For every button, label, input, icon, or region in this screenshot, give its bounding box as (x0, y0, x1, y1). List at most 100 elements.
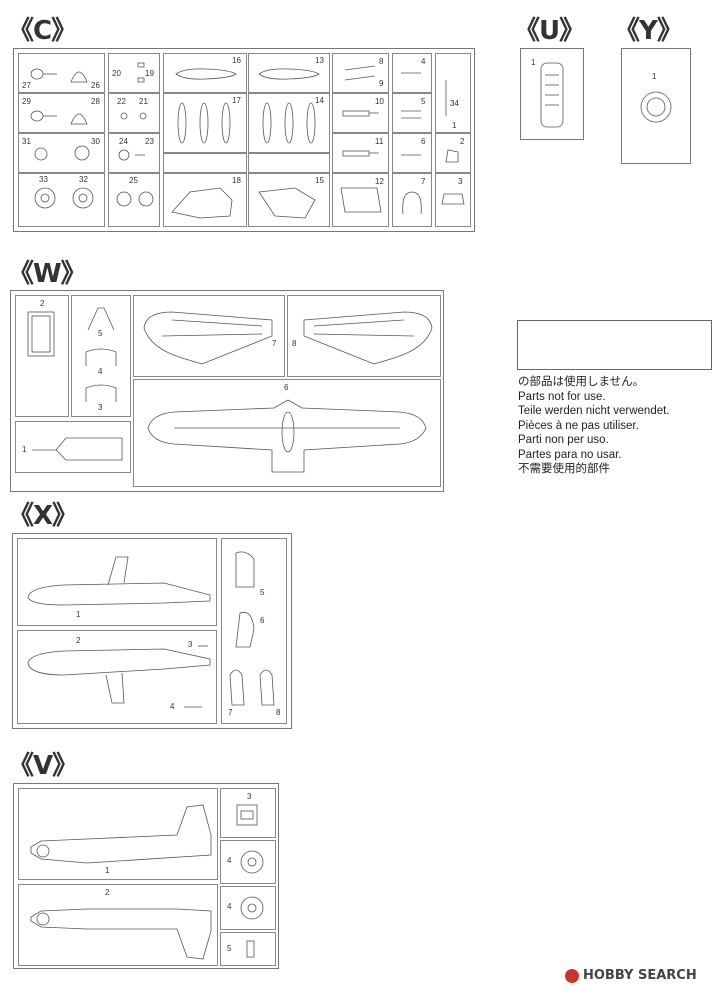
w-label-5: 5 (98, 329, 103, 338)
c-cell-25: 25 (108, 173, 160, 227)
x-part-5 (235, 551, 255, 588)
x-label-2: 2 (76, 636, 81, 645)
x-label-5: 5 (260, 588, 265, 597)
c-part-13 (258, 68, 320, 80)
c-cell-33-32: 33 32 (18, 173, 105, 227)
hobbysearch-watermark: HOBBY SEARCH (565, 968, 697, 983)
runner-u: 1 (520, 48, 584, 140)
v-label-4a: 4 (227, 856, 232, 865)
w-label-8: 8 (292, 339, 297, 348)
label-14: 14 (315, 96, 324, 105)
v-cell-1: 1 (18, 788, 218, 880)
c-cell-blank-2 (248, 153, 330, 173)
notice-line-de: Teile werden nicht verwendet. (518, 405, 670, 417)
c-cell-29-28: 29 28 (18, 93, 105, 133)
label-5: 5 (421, 97, 426, 106)
label-17: 17 (232, 96, 241, 105)
label-15: 15 (315, 176, 324, 185)
x-part-3 (198, 645, 208, 647)
watermark-text: HOBBY SEARCH (583, 968, 697, 983)
w-cell-2: 2 (15, 295, 69, 417)
c-part-18 (171, 187, 233, 219)
c-cell-34: 34 1 (435, 53, 471, 133)
label-13: 13 (315, 56, 324, 65)
w-label-3: 3 (98, 403, 103, 412)
runner-v: 1 2 3 4 4 5 (13, 783, 279, 969)
x-part-8 (259, 669, 275, 706)
c-part-33 (34, 187, 56, 209)
x-cell-5-6-7-8: 5 6 7 8 (221, 538, 287, 724)
label-3: 3 (458, 177, 463, 186)
c-part-16 (175, 68, 237, 80)
runner-c: 27 26 29 28 31 30 33 32 20 19 22 21 24 2… (13, 48, 475, 232)
x-part-6 (235, 611, 255, 648)
c-cell-8-9: 8 9 (332, 53, 389, 93)
w-label-4: 4 (98, 367, 103, 376)
label-28: 28 (91, 97, 100, 106)
c-part-32 (72, 187, 94, 209)
c-part-30 (74, 145, 90, 161)
label-27: 27 (22, 81, 31, 90)
w-cell-1: 1 (15, 421, 131, 473)
c-cell-14: 14 (248, 93, 330, 153)
w-part-7 (143, 311, 273, 365)
w-part-4 (85, 348, 117, 366)
c-part-19 (137, 62, 145, 83)
w-part-6 (147, 399, 427, 473)
label-20: 20 (112, 69, 121, 78)
x-part-2 (27, 648, 211, 704)
v-cell-2: 2 (18, 884, 218, 966)
c-part-15 (258, 187, 316, 219)
c-part-3 (441, 193, 465, 205)
label-30: 30 (91, 137, 100, 146)
c-cell-13: 13 (248, 53, 330, 93)
c-cell-4: 4 (392, 53, 432, 93)
label-6: 6 (421, 137, 426, 146)
c-cell-17: 17 (163, 93, 247, 153)
label-34: 34 (450, 99, 459, 108)
c-part-31 (34, 147, 48, 161)
w-cell-8: 8 (287, 295, 441, 377)
label-7: 7 (421, 177, 426, 186)
label-11: 11 (375, 137, 384, 146)
c-cell-7: 7 (392, 173, 432, 227)
w-label-7: 7 (272, 339, 277, 348)
c-part-5 (401, 110, 421, 119)
w-cell-6: 6 (133, 379, 441, 487)
c-cell-24-23: 24 23 (108, 133, 160, 173)
c-cell-5: 5 (392, 93, 432, 133)
label-21: 21 (139, 97, 148, 106)
v-part-1 (30, 804, 212, 864)
v-cell-5: 5 (220, 932, 276, 966)
v-part-5 (246, 940, 255, 958)
label-29: 29 (22, 97, 31, 106)
v-label-2: 2 (105, 888, 110, 897)
c-part-14 (262, 102, 316, 144)
u-label-1: 1 (531, 58, 536, 67)
w-part-2 (27, 311, 55, 357)
x-cell-2: 2 3 4 (17, 630, 217, 724)
v-label-1: 1 (105, 866, 110, 875)
c-cell-3: 3 (435, 173, 471, 227)
v-part-3 (236, 804, 258, 826)
notice-line-it: Parti non per uso. (518, 434, 609, 446)
label-4: 4 (421, 57, 426, 66)
w-label-1: 1 (22, 445, 27, 454)
c-cell-15: 15 (248, 173, 330, 227)
c-part-27 (30, 68, 57, 80)
label-22: 22 (117, 97, 126, 106)
c-part-8 (344, 65, 376, 81)
label-23: 23 (145, 137, 154, 146)
x-label-1: 1 (76, 610, 81, 619)
w-label-6: 6 (284, 383, 289, 392)
c-part-6 (401, 154, 421, 156)
c-cell-blank (163, 153, 247, 173)
label-18: 18 (232, 176, 241, 185)
label-10: 10 (375, 97, 384, 106)
section-y-title: 《Y》 (614, 16, 683, 46)
v-cell-3: 3 (220, 788, 276, 838)
x-part-4 (184, 706, 202, 708)
w-part-3 (85, 384, 117, 402)
c-part-7 (402, 191, 422, 215)
runner-x: 1 2 3 4 5 6 7 8 (12, 533, 292, 729)
